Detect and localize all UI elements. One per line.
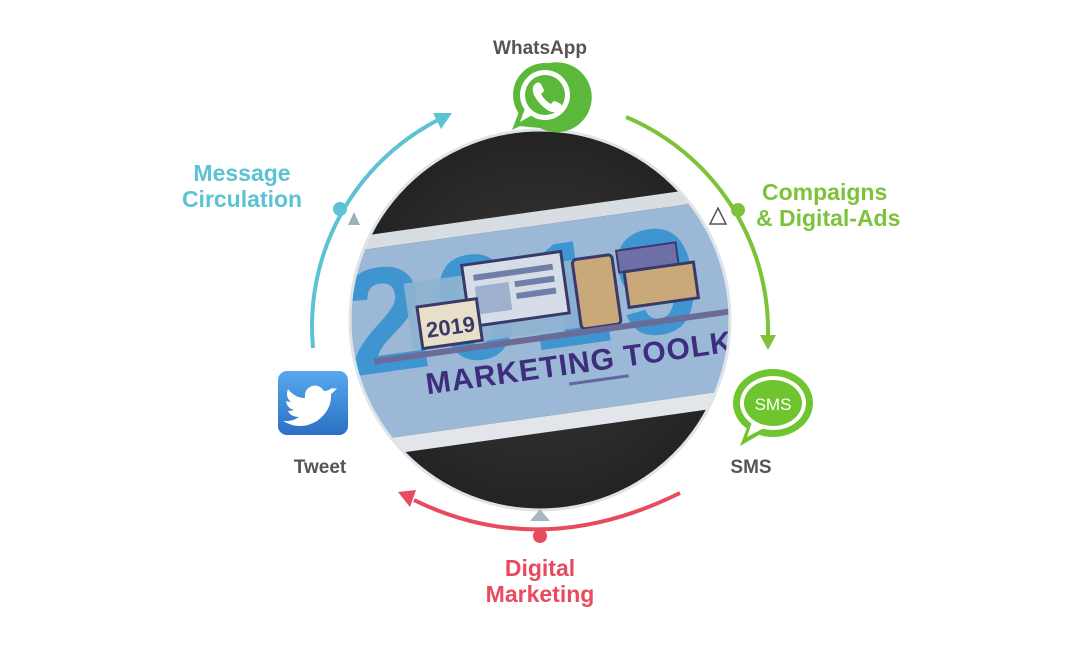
arc-campaigns (625, 115, 776, 350)
whatsapp-label: WhatsApp (493, 38, 587, 59)
digital-marketing-label: Digital Marketing (458, 555, 622, 608)
whatsapp-icon (512, 62, 592, 133)
campaigns-line2: & Digital-Ads (756, 205, 901, 232)
campaigns-label: Compaigns & Digital-Ads (756, 179, 932, 232)
sms-icon-text: SMS (755, 395, 792, 414)
arc-digital-marketing (398, 490, 681, 543)
message-circulation-line2: Circulation (181, 186, 303, 213)
sms-label: SMS (730, 457, 772, 478)
center-image: 2019 2019 MARKETING TOOLKIT (350, 130, 730, 510)
sms-bubble-icon: SMS (733, 369, 813, 446)
tweet-label: Tweet (293, 457, 347, 478)
message-circulation-label: Message Circulation (162, 160, 322, 213)
digital-marketing-line2: Marketing (485, 581, 595, 608)
message-circulation-line1: Message (193, 160, 291, 186)
campaigns-line1: Compaigns (762, 179, 888, 205)
digital-marketing-line1: Digital (504, 555, 576, 581)
arc-message-circulation (310, 113, 452, 349)
twitter-icon (278, 371, 348, 435)
